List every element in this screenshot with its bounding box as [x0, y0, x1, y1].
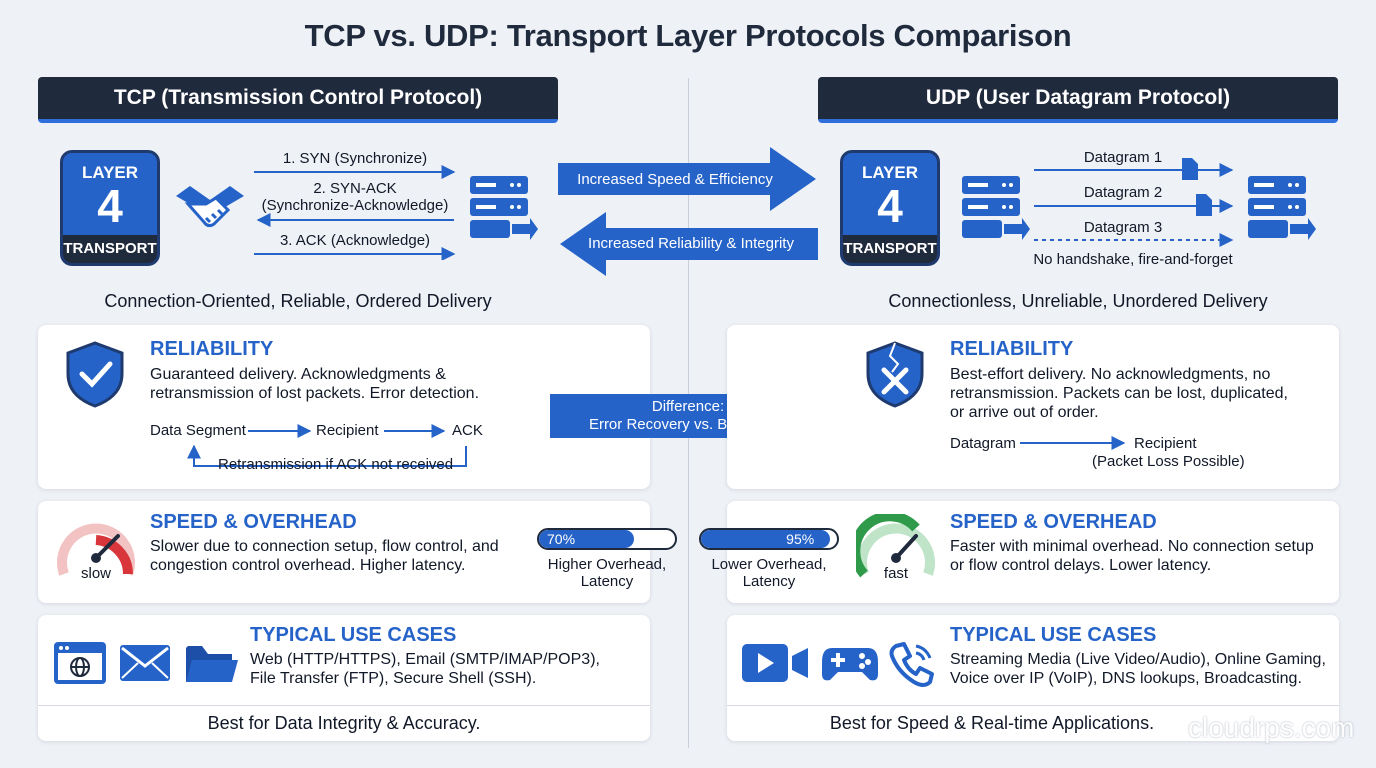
udp-usecases-title: TYPICAL USE CASES	[950, 624, 1157, 646]
handshake-icon	[176, 186, 244, 228]
datagram-3-label: Datagram 3	[1083, 219, 1163, 236]
udp-caption: Connectionless, Unreliable, Unordered De…	[888, 291, 1268, 311]
tcp-reliability-title: RELIABILITY	[150, 338, 274, 360]
datagram-2-label: Datagram 2	[1083, 184, 1163, 201]
difference-label-1: Difference:	[651, 398, 725, 415]
udp-reliability-title: RELIABILITY	[950, 338, 1074, 360]
datagram-arrows	[1034, 158, 1234, 247]
udp-speed-text-2: or flow control delays. Lower latency.	[950, 557, 1212, 574]
udp-usecases-text-2: Voice over IP (VoIP), DNS lookups, Broad…	[950, 670, 1302, 687]
tcp-bar-caption-1: Higher Overhead,	[547, 556, 667, 573]
udp-flow-datagram: Datagram	[950, 435, 1016, 452]
watermark: cloudrps.com	[1188, 712, 1355, 743]
fast-gauge-label: fast	[883, 565, 909, 582]
udp-speed-title: SPEED & OVERHEAD	[950, 511, 1157, 533]
udp-overhead-bar: 95%	[699, 528, 839, 550]
server-icon	[1248, 176, 1316, 240]
server-icon	[470, 176, 538, 240]
slow-gauge-icon	[57, 523, 135, 576]
tcp-usecases-text-1: Web (HTTP/HTTPS), Email (SMTP/IMAP/POP3)…	[250, 651, 600, 668]
tcp-overhead-bar: 70%	[537, 528, 677, 550]
shield-check-icon	[66, 341, 124, 408]
tcp-speed-card	[38, 501, 650, 603]
udp-usecases-text-1: Streaming Media (Live Video/Audio), Onli…	[950, 651, 1326, 668]
layer-transport: TRANSPORT	[63, 235, 157, 263]
tcp-footer: Best for Data Integrity & Accuracy.	[207, 713, 481, 733]
tcp-reliability-text-2: retransmission of lost packets. Error de…	[150, 385, 480, 402]
udp-layer-badge: LAYER 4 TRANSPORT	[840, 150, 940, 266]
tcp-overhead-value: 70%	[547, 531, 576, 547]
flow-recipient: Recipient	[316, 422, 379, 439]
udp-flow-arrow	[1020, 436, 1126, 450]
udp-footer: Best for Speed & Real-time Applications.	[829, 713, 1155, 733]
synack-sub-label: (Synchronize-Acknowledge)	[261, 197, 449, 214]
udp-overhead-value: 95%	[786, 531, 815, 547]
folder-icon	[186, 646, 238, 682]
udp-bar-caption-1: Lower Overhead,	[711, 556, 827, 573]
udp-flow-packet-loss: (Packet Loss Possible)	[1092, 453, 1245, 470]
tcp-usecases-text-2: File Transfer (FTP), Secure Shell (SSH).	[250, 670, 537, 687]
speed-efficiency-arrow	[558, 147, 816, 211]
tcp-flow-arrows	[187, 424, 467, 467]
handshake-arrows	[254, 165, 456, 260]
udp-flow-recipient: Recipient	[1134, 435, 1197, 452]
datagram-1-label: Datagram 1	[1083, 149, 1163, 166]
server-icon	[962, 176, 1030, 240]
udp-speed-text-1: Faster with minimal overhead. No connect…	[950, 538, 1314, 555]
slow-gauge-label: slow	[80, 565, 111, 582]
speed-efficiency-label: Increased Speed & Efficiency	[577, 171, 773, 188]
syn-label: 1. SYN (Synchronize)	[282, 150, 428, 167]
udp-reliability-card	[727, 325, 1339, 489]
retransmission-label: Retransmission if ACK not received	[218, 456, 454, 473]
udp-usecases-divider	[727, 705, 1339, 706]
tcp-reliability-text-1: Guaranteed delivery. Acknowledgments &	[150, 366, 446, 383]
tcp-speed-title: SPEED & OVERHEAD	[150, 511, 357, 533]
page-title: TCP vs. UDP: Transport Layer Protocols C…	[304, 18, 1072, 53]
tcp-overhead-fill: 70%	[539, 530, 635, 548]
tcp-speed-text-2: congestion control overhead. Higher late…	[150, 557, 466, 574]
email-icon	[120, 645, 170, 681]
gamepad-icon	[822, 648, 878, 681]
flow-ack: ACK	[452, 422, 483, 439]
ack-label: 3. ACK (Acknowledge)	[279, 232, 431, 249]
reliability-integrity-label: Increased Reliability & Integrity	[588, 235, 794, 252]
layer-transport: TRANSPORT	[843, 235, 937, 263]
tcp-caption: Connection-Oriented, Reliable, Ordered D…	[104, 291, 492, 311]
reliability-integrity-arrow	[560, 212, 818, 276]
tcp-bar-caption-2: Latency	[580, 573, 634, 590]
udp-header: UDP (User Datagram Protocol)	[818, 77, 1338, 123]
fast-gauge-icon	[856, 514, 935, 578]
layer-label: LAYER	[861, 163, 919, 182]
tcp-speed-text-1: Slower due to connection setup, flow con…	[150, 538, 499, 555]
tcp-layer-badge: LAYER 4 TRANSPORT	[60, 150, 160, 266]
phone-voip-icon	[889, 642, 934, 687]
layer-label: LAYER	[81, 163, 139, 182]
broken-shield-icon	[866, 341, 924, 408]
flow-data-segment: Data Segment	[150, 422, 246, 439]
tcp-usecases-divider	[38, 705, 650, 706]
tcp-header: TCP (Transmission Control Protocol)	[38, 77, 558, 123]
synack-label: 2. SYN-ACK	[313, 180, 397, 197]
tcp-reliability-card	[38, 325, 650, 489]
video-camera-icon	[742, 644, 808, 682]
no-handshake-label: No handshake, fire-and-forget	[1033, 251, 1233, 268]
tcp-usecases-title: TYPICAL USE CASES	[250, 624, 457, 646]
layer-number: 4	[877, 180, 903, 232]
udp-bar-caption-2: Latency	[742, 573, 796, 590]
layer-number: 4	[97, 180, 123, 232]
udp-overhead-fill: 95%	[701, 530, 831, 548]
udp-reliability-text-1: Best-effort delivery. No acknowledgments…	[950, 366, 1271, 383]
browser-globe-icon	[54, 642, 106, 684]
udp-reliability-text-2: retransmission. Packets can be lost, dup…	[950, 385, 1288, 402]
udp-speed-card	[727, 501, 1339, 603]
udp-reliability-text-3: or arrive out of order.	[950, 404, 1099, 421]
